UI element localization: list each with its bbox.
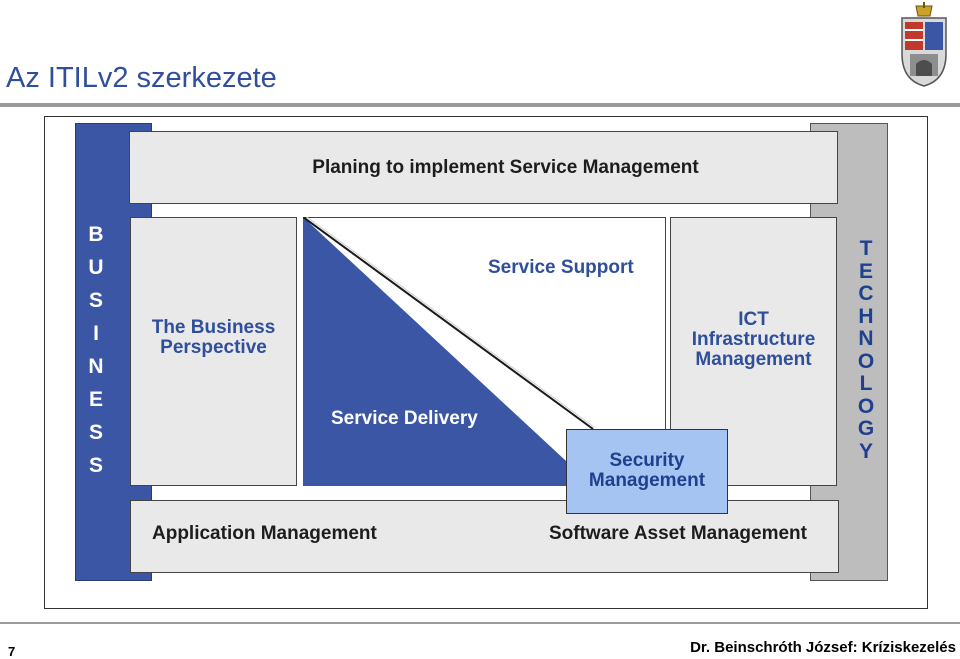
planning-box: Planing to implement Service Management bbox=[129, 131, 838, 204]
business-vertical-label: B U S I N E S S bbox=[88, 223, 104, 477]
security-management-box: Security Management bbox=[566, 429, 728, 514]
security-management-label: Security Management bbox=[588, 450, 706, 491]
title-divider bbox=[0, 103, 960, 107]
ict-infrastructure-label: ICT Infrastructure Management bbox=[691, 309, 816, 370]
business-perspective-label: The Business Perspective bbox=[151, 317, 276, 358]
software-asset-management-label: Software Asset Management bbox=[549, 523, 807, 544]
bottom-management-box: Application Management Software Asset Ma… bbox=[130, 500, 839, 573]
service-delivery-label: Service Delivery bbox=[331, 408, 478, 429]
footer-author: Dr. Beinschróth József: Kríziskezelés bbox=[690, 639, 956, 656]
page-number: 7 bbox=[8, 644, 16, 659]
university-crest-logo bbox=[901, 2, 947, 87]
business-perspective-box: The Business Perspective bbox=[130, 217, 297, 486]
application-management-label: Application Management bbox=[152, 523, 377, 544]
service-delivery-triangle bbox=[303, 217, 595, 486]
technology-vertical-label: T E C H N O L O G Y bbox=[857, 237, 875, 463]
planning-label: Planing to implement Service Management bbox=[312, 156, 699, 178]
slide-title: Az ITILv2 szerkezete bbox=[6, 62, 277, 94]
service-support-label: Service Support bbox=[488, 257, 634, 278]
footer-divider bbox=[0, 622, 960, 624]
